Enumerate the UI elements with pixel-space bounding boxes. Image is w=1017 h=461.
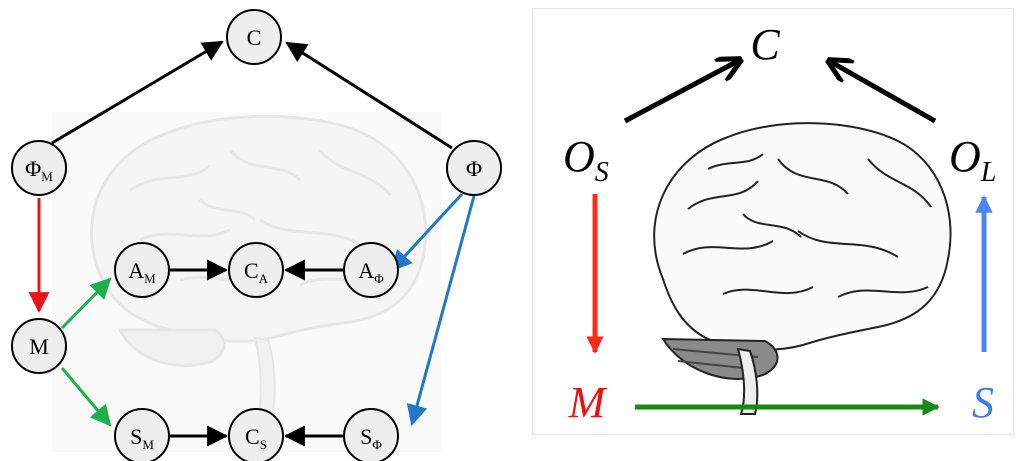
node-phi-m: ΦM [11,140,67,196]
node-phi: Φ [446,140,502,196]
label-o-s: OS [563,132,609,188]
svg-text:SM: SM [130,424,154,452]
svg-text:CS: CS [245,424,267,452]
svg-text:M: M [29,334,49,359]
edge-m-to-am [60,277,112,330]
right-diagram-canvas: C OS OL M S [563,20,996,427]
node-s-m: SM [114,408,170,461]
edge-phi-to-aphi [390,192,464,272]
edge-phim-to-c [51,40,224,145]
svg-text:C: C [247,25,262,50]
svg-text:AM: AM [128,258,156,286]
svg-text:Φ: Φ [466,156,482,181]
left-diagram-canvas: C ΦM Φ M AM CA AΦ SM CS SΦ [11,9,502,461]
node-m: M [11,318,67,374]
edge-phi-to-c [285,41,453,150]
svg-text:ΦM: ΦM [25,156,53,184]
left-causal-diagram: C ΦM Φ M AM CA AΦ SM CS SΦ [11,9,502,461]
svg-text:SΦ: SΦ [360,424,382,452]
edge-ol-to-c [831,62,937,124]
svg-text:CA: CA [244,258,269,286]
label-o-l: OL [949,132,996,188]
right-loop-diagram: C OS OL M S [532,8,1014,435]
edge-m-to-sm [60,367,112,427]
right-edges [586,61,993,416]
node-c: C [226,9,282,65]
node-c-s: CS [228,408,284,461]
node-c-a: CA [228,242,284,298]
brain-illustration [653,122,952,415]
label-s: S [972,378,994,427]
svg-text:AΦ: AΦ [358,258,384,286]
left-edges [28,40,476,447]
label-m: M [568,378,608,427]
node-a-m: AM [114,242,170,298]
edge-phi-to-sphi [406,195,476,427]
node-s-phi: SΦ [343,408,399,461]
edge-os-to-c [623,61,738,124]
node-a-phi: AΦ [343,242,399,298]
label-c: C [750,20,780,69]
